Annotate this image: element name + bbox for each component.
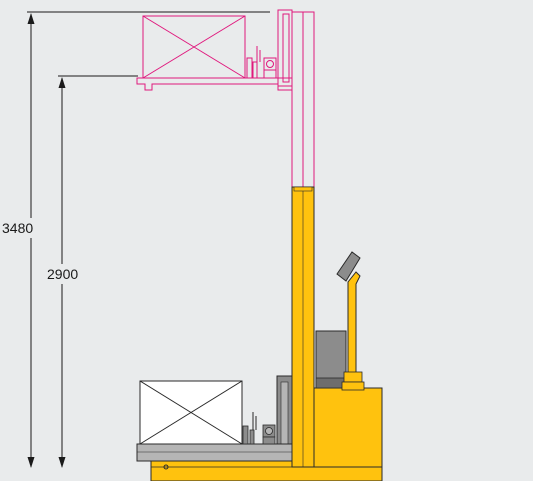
lowered-load-box xyxy=(139,380,243,445)
lift-height-arrow-bottom xyxy=(58,457,66,468)
tiller-handle xyxy=(336,251,361,282)
total-height-label: 3480 xyxy=(0,218,36,238)
total-height-arrow-top xyxy=(27,13,35,24)
truck-drive-unit xyxy=(313,251,383,468)
tiller-arm xyxy=(347,271,361,379)
raised-forks xyxy=(136,77,293,91)
dimension-total-height xyxy=(27,11,270,468)
base-wheel-left xyxy=(163,464,169,470)
raised-carriage xyxy=(277,9,293,87)
lowered-forks xyxy=(136,443,293,462)
lift-height-arrow-top xyxy=(58,77,66,88)
lowered-carriage xyxy=(136,375,293,462)
raised-position-outline xyxy=(136,9,315,189)
truck-mast xyxy=(291,186,315,468)
raised-load-box xyxy=(142,15,246,79)
lift-height-label: 2900 xyxy=(45,264,81,284)
drive-body xyxy=(313,387,383,468)
total-height-arrow-bottom xyxy=(27,457,35,468)
